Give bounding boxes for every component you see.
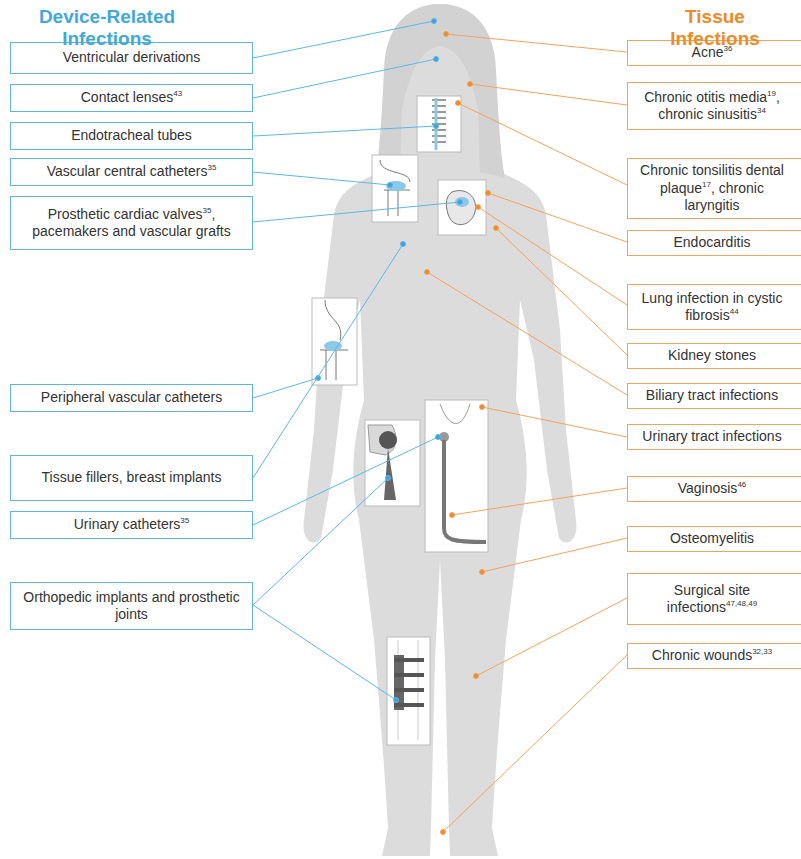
box-label: Vascular central catheters — [47, 163, 208, 179]
column-heading: Tissue Infections — [640, 6, 790, 50]
body-silhouette — [304, 4, 577, 856]
box-text: Urinary catheters35 — [74, 516, 190, 534]
tissue-infection-box: Surgical site infections47,48,49 — [627, 573, 801, 625]
box-label: Ventricular derivations — [63, 49, 201, 65]
box-label: Orthopedic implants and prosthetic joint… — [23, 589, 239, 623]
box-label: Tissue fillers, breast implants — [42, 469, 222, 485]
device-infection-box: Vascular central catheters35 — [10, 158, 253, 186]
peripheral-catheter-inset — [312, 298, 357, 385]
box-text: Kidney stones — [668, 347, 756, 365]
device-infection-box: Orthopedic implants and prosthetic joint… — [10, 582, 253, 630]
box-text: Endotracheal tubes — [71, 127, 192, 145]
box-text: Peripheral vascular catheters — [41, 389, 222, 407]
box-label: Vaginosis — [678, 480, 738, 496]
reference-number: 47,48,49 — [726, 599, 757, 608]
box-text: Vascular central catheters35 — [47, 163, 217, 181]
box-label: Urinary tract infections — [642, 428, 781, 444]
box-text: Orthopedic implants and prosthetic joint… — [19, 589, 244, 624]
device-infection-box: Peripheral vascular catheters — [10, 384, 253, 412]
box-text: Chronic wounds32,33 — [652, 647, 772, 665]
box-label: Biliary tract infections — [646, 387, 778, 403]
box-text: Tissue fillers, breast implants — [42, 469, 222, 487]
box-text: Endocarditis — [673, 234, 750, 252]
tissue-infection-box: Chronic otitis media19, chronic sinusiti… — [627, 82, 801, 130]
box-text: Surgical site infections47,48,49 — [634, 582, 790, 617]
device-leaders — [253, 19, 463, 703]
device-infection-box: Urinary catheters35 — [10, 511, 253, 539]
box-label: Urinary catheters — [74, 516, 181, 532]
box-text: Ventricular derivations — [63, 49, 201, 67]
box-text: Biliary tract infections — [646, 387, 778, 405]
box-text: Osteomyelitis — [670, 530, 754, 548]
box-text: Contact lenses43 — [81, 89, 183, 107]
knee-implant-inset — [387, 637, 430, 745]
reference-number: 43 — [173, 90, 182, 99]
box-label: Chronic otitis media — [644, 89, 767, 105]
reference-number: 35 — [203, 206, 212, 215]
hair — [375, 4, 505, 178]
reference-number: 44 — [730, 307, 739, 316]
tissue-infection-box: Urinary tract infections — [627, 424, 801, 450]
box-text: Vaginosis46 — [678, 480, 747, 498]
box-text: Prosthetic cardiac valves35, pacemakers … — [19, 206, 244, 241]
spine-inset — [417, 96, 461, 152]
tissue-infection-box: Chronic tonsilitis dental plaque17, chro… — [627, 158, 801, 219]
box-label: Endocarditis — [673, 234, 750, 250]
box-label: Peripheral vascular catheters — [41, 389, 222, 405]
box-label: Lung infection in cystic fibrosis — [642, 290, 783, 324]
box-label: Kidney stones — [668, 347, 756, 363]
device-infection-box: Tissue fillers, breast implants — [10, 455, 253, 501]
central-catheter-inset — [372, 155, 418, 222]
tissue-infection-box: Kidney stones — [627, 343, 801, 369]
reference-number: 32,33 — [752, 648, 772, 657]
column-heading: Device-Related Infections — [14, 6, 200, 50]
tissue-infection-box: Osteomyelitis — [627, 526, 801, 552]
reference-number: 17 — [702, 180, 711, 189]
tissue-leaders — [425, 32, 628, 835]
box-label: Surgical site infections — [667, 582, 750, 616]
reference-number: 34 — [757, 106, 766, 115]
device-infection-box: Endotracheal tubes — [10, 122, 253, 150]
reference-number: 46 — [737, 481, 746, 490]
bladder-inset — [425, 400, 488, 552]
reference-number: 19 — [767, 89, 776, 98]
tissue-infection-box: Biliary tract infections — [627, 383, 801, 409]
box-text: Urinary tract infections — [642, 428, 781, 446]
reference-number: 35 — [207, 164, 216, 173]
box-text: Lung infection in cystic fibrosis44 — [634, 290, 790, 325]
box-text: Chronic otitis media19, chronic sinusiti… — [634, 89, 790, 124]
tissue-infection-box: Lung infection in cystic fibrosis44 — [627, 284, 801, 330]
heart-inset — [438, 180, 486, 235]
box-label: Contact lenses — [81, 89, 174, 105]
box-text: Chronic tonsilitis dental plaque17, chro… — [634, 162, 790, 215]
box-label: Endotracheal tubes — [71, 127, 192, 143]
device-infection-box: Contact lenses43 — [10, 84, 253, 112]
reference-number: 35 — [180, 517, 189, 526]
box-label: Prosthetic cardiac valves — [48, 206, 203, 222]
tissue-infection-box: Chronic wounds32,33 — [627, 643, 801, 669]
tissue-infection-box: Endocarditis — [627, 230, 801, 256]
tissue-infection-box: Vaginosis46 — [627, 476, 801, 502]
box-label: Chronic wounds — [652, 647, 752, 663]
box-label: Osteomyelitis — [670, 530, 754, 546]
hip-implant-inset — [365, 420, 420, 506]
device-infection-box: Prosthetic cardiac valves35, pacemakers … — [10, 196, 253, 250]
